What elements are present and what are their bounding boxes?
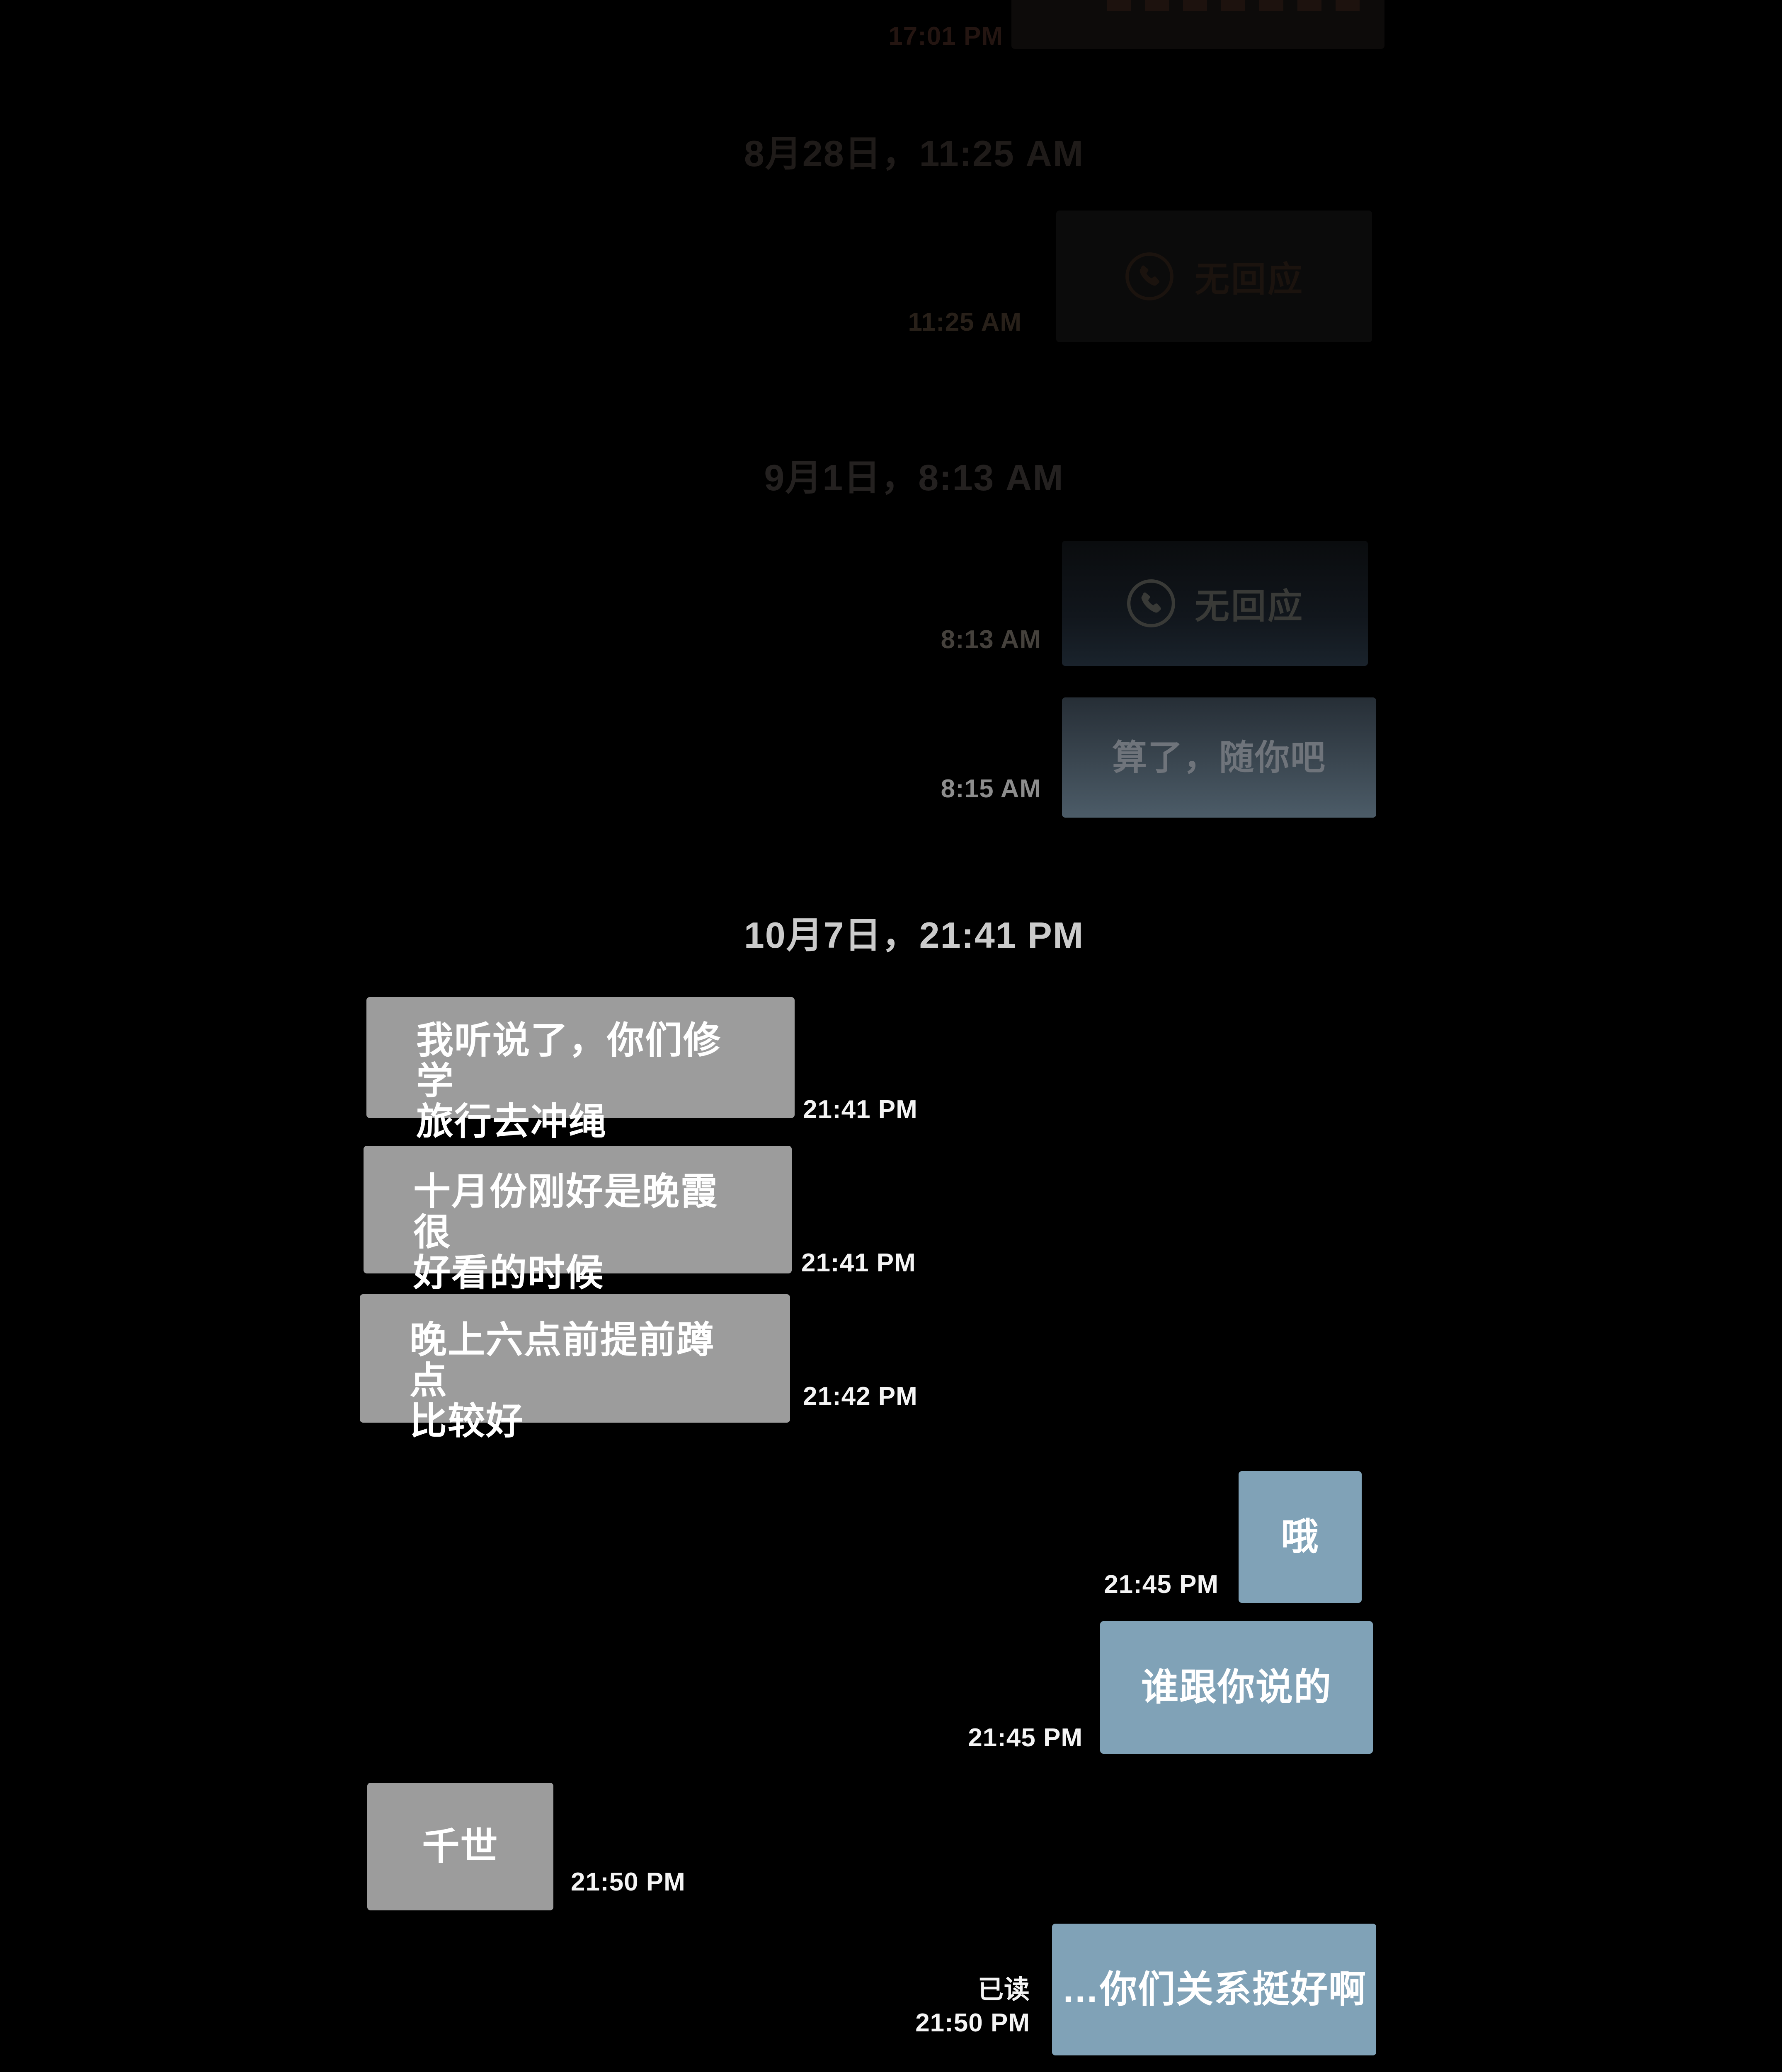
timestamp: 21:50 PM — [571, 1868, 686, 1896]
timestamp: 11:25 AM — [908, 308, 1022, 336]
sent-message-bubble[interactable]: 谁跟你说的 — [1100, 1621, 1373, 1754]
message-text: 千世 — [422, 1826, 499, 1867]
missed-call-bubble[interactable]: 无回应 — [1062, 541, 1368, 666]
read-receipt: 已读 21:50 PM — [815, 1973, 1030, 2040]
date-separator: 9月1日，8:13 AM — [764, 457, 1064, 498]
phone-icon — [1124, 251, 1175, 302]
timestamp: 21:42 PM — [803, 1382, 918, 1411]
message-text: 哦 — [1281, 1516, 1319, 1558]
missed-call-bubble[interactable]: 无回应 — [1056, 211, 1372, 342]
timestamp: 21:41 PM — [801, 1249, 916, 1277]
truncated-text-remnant — [1107, 0, 1372, 11]
message-text: 算了，随你吧 — [1112, 738, 1326, 777]
received-message-bubble[interactable]: 我听说了，你们修学 旅行去冲绳 — [366, 997, 795, 1142]
truncated-message-bubble[interactable] — [1011, 0, 1384, 49]
sent-message-bubble[interactable]: 哦 — [1239, 1471, 1362, 1603]
received-message-bubble[interactable]: 晚上六点前提前蹲点 比较好 — [360, 1294, 790, 1442]
message-text: 谁跟你说的 — [1141, 1667, 1332, 1708]
message-text: 十月份刚好是晚霞很 好看的时候 — [413, 1171, 718, 1294]
sent-message-bubble[interactable]: …你们关系挺好啊 — [1052, 1924, 1376, 2055]
call-status-label: 无回应 — [1194, 259, 1304, 299]
timestamp: 21:41 PM — [803, 1095, 918, 1124]
message-text: 晚上六点前提前蹲点 比较好 — [410, 1319, 715, 1442]
received-message-bubble[interactable]: 十月份刚好是晚霞很 好看的时候 — [364, 1146, 792, 1293]
message-text: 我听说了，你们修学 旅行去冲绳 — [416, 1020, 721, 1143]
timestamp: 8:15 AM — [941, 775, 1041, 803]
date-separator: 8月28日，11:25 AM — [744, 133, 1084, 174]
phone-icon — [1126, 578, 1176, 629]
timestamp: 17:01 PM — [888, 22, 1003, 51]
timestamp: 8:13 AM — [941, 625, 1041, 654]
timestamp: 21:50 PM — [915, 2009, 1030, 2037]
date-separator: 10月7日，21:41 PM — [744, 915, 1084, 956]
timestamp: 21:45 PM — [968, 1723, 1083, 1752]
message-text: …你们关系挺好啊 — [1062, 1969, 1367, 2010]
call-status-label: 无回应 — [1194, 586, 1304, 626]
received-message-bubble[interactable]: 千世 — [367, 1783, 553, 1910]
timestamp: 21:45 PM — [1104, 1570, 1219, 1599]
sent-message-bubble[interactable]: 算了，随你吧 — [1062, 697, 1376, 818]
read-label: 已读 — [977, 1975, 1030, 2004]
